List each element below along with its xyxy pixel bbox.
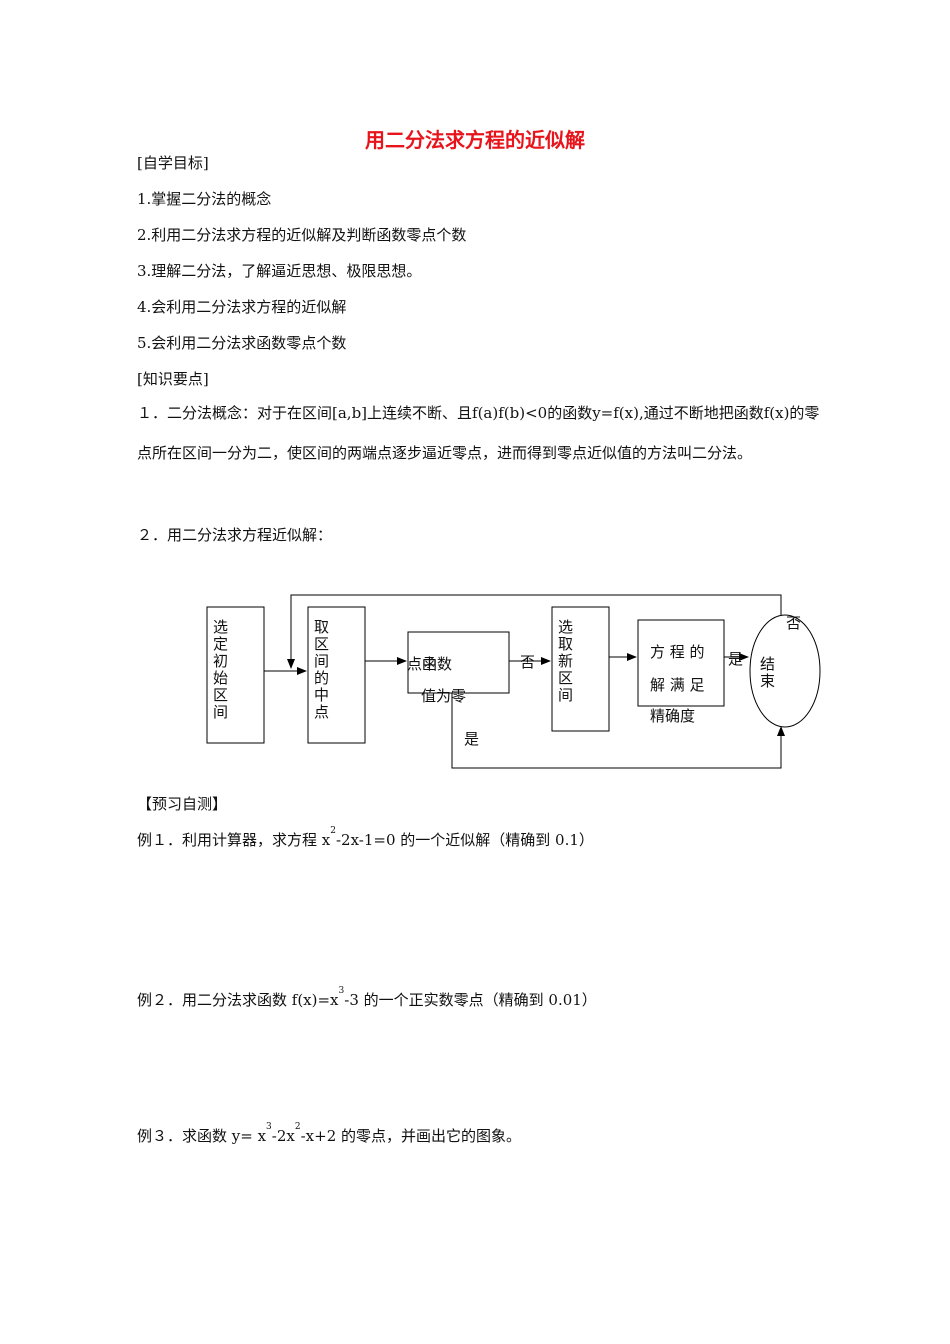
objective-item: 2.利用二分法求方程的近似解及判断函数零点个数: [137, 226, 467, 244]
flowchart-caption: ２．用二分法求方程近似解：: [137, 526, 333, 544]
objective-item: 4.会利用二分法求方程的近似解: [137, 298, 347, 316]
start-box: [206, 606, 265, 744]
page-title: 用二分法求方程的近似解: [365, 128, 585, 152]
midpoint-box: [307, 606, 366, 744]
precision-label-line1: 方 程 的: [650, 643, 705, 661]
example-2: 例２．用二分法求函数 f(x)=x3-3 的一个正实数零点（精确到 0.01）: [137, 986, 597, 1009]
precision-box: [637, 619, 725, 707]
new-interval-box: [551, 606, 610, 732]
flow-label-no: 否: [520, 653, 536, 671]
midvalue-box: [407, 631, 510, 694]
objective-item: 5.会利用二分法求函数零点个数: [137, 334, 347, 352]
flow-label-yes: 是: [464, 730, 480, 748]
flow-label-no: 否: [786, 614, 802, 632]
precision-label-line3: 精确度: [650, 707, 696, 725]
midvalue-label-line1: 点函数: [407, 655, 453, 673]
end-label: 结 束: [760, 655, 776, 690]
precision-label-line2: 解 满 足: [650, 676, 705, 694]
new-interval-box-label: 选 取 新 区 间: [558, 618, 574, 704]
flow-label-yes: 是: [728, 650, 744, 668]
example-1: 例１．利用计算器，求方程 x2-2x-1=0 的一个近似解（精确到 0.1）: [137, 826, 594, 849]
preview-heading: 【预习自测】: [137, 795, 228, 813]
midvalue-label-line2: 值为零: [421, 687, 467, 705]
objective-item: 1.掌握二分法的概念: [137, 190, 272, 208]
start-box-label: 选 定 初 始 区 间: [213, 618, 229, 721]
objective-item: 3.理解二分法，了解逼近思想、极限思想。: [137, 262, 422, 280]
knowledge-heading: [知识要点]: [137, 370, 209, 388]
midvalue-label-overlap: 中: [422, 655, 438, 673]
midpoint-box-label: 取 区 间 的 中 点: [314, 618, 330, 721]
example-3: 例３．求函数 y= x3-2x2-x+2 的零点，并画出它的图象。: [137, 1122, 522, 1145]
end-ellipse: [749, 614, 821, 728]
objectives-heading: [自学目标]: [137, 154, 209, 172]
bisection-definition: １．二分法概念：对于在区间[a,b]上连续不断、且f(a)f(b)<0的函数y=…: [137, 404, 820, 462]
